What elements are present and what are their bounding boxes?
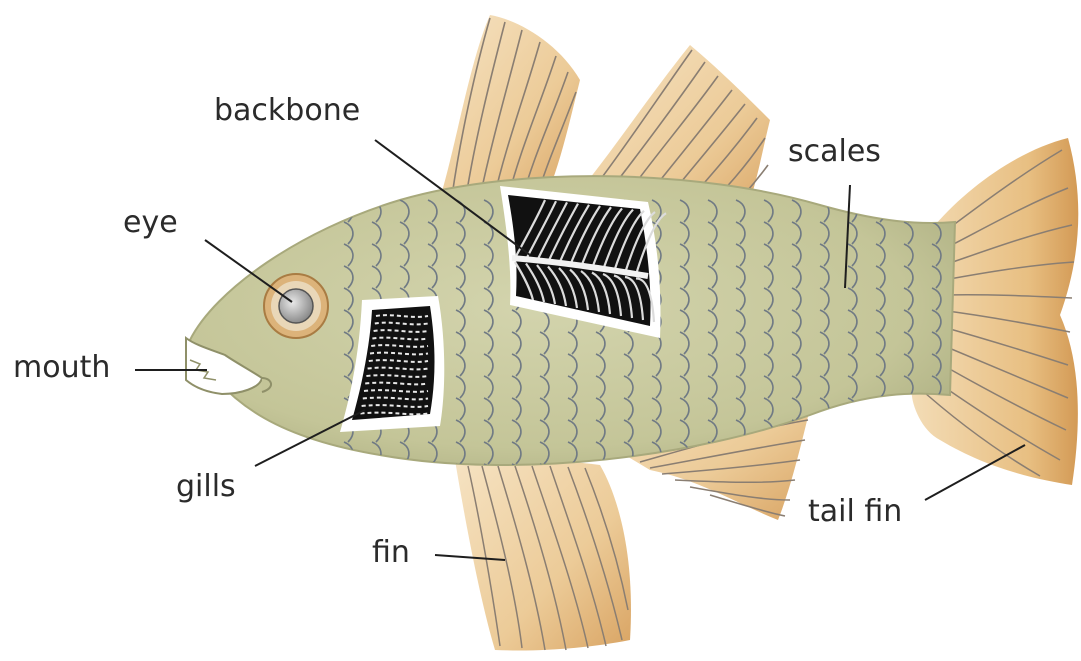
label-mouth: mouth	[13, 353, 110, 383]
label-tail-fin: tail fin	[808, 497, 902, 527]
label-backbone: backbone	[214, 96, 360, 126]
label-scales: scales	[788, 137, 881, 167]
eye-shape	[264, 274, 328, 338]
label-gills: gills	[176, 472, 236, 502]
label-eye: eye	[123, 208, 178, 238]
dorsal-fin-front	[440, 15, 580, 200]
label-fin: fin	[372, 538, 410, 568]
pelvic-fin	[455, 458, 631, 651]
